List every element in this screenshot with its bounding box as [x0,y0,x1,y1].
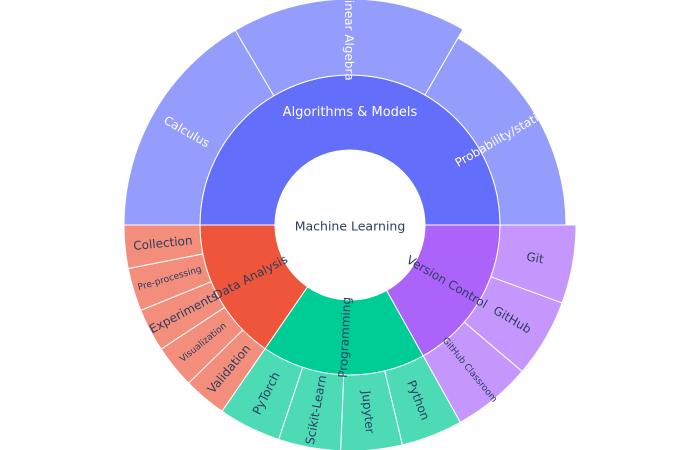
segment-collection[interactable] [123,224,204,270]
segments-layer [123,0,577,450]
segment-linear-algebra[interactable] [234,0,464,97]
center-label: Machine Learning [295,219,406,234]
center-hole[interactable] [275,150,425,300]
